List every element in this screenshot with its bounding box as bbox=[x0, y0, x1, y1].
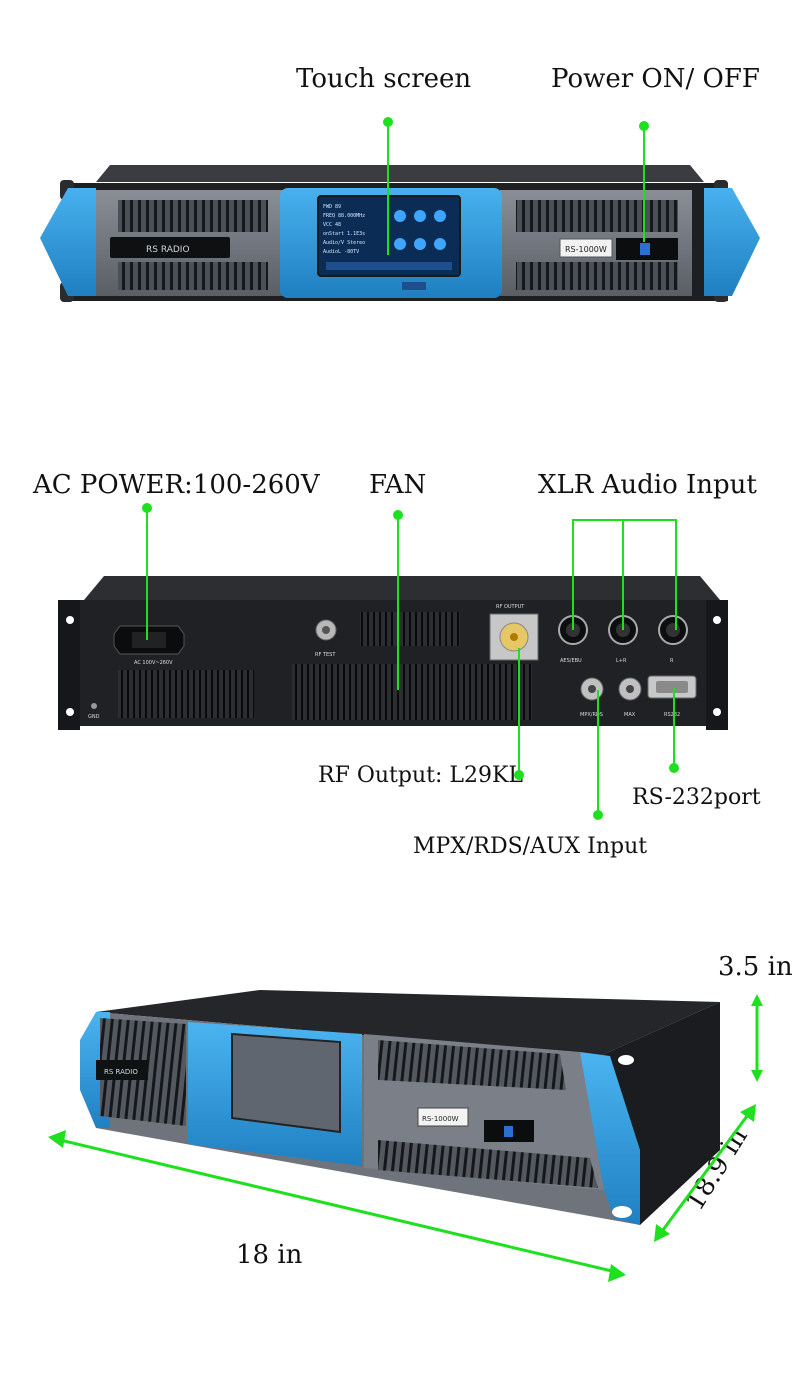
right-silk: R bbox=[670, 658, 674, 664]
xlr-audio-input-label: XLR Audio Input bbox=[538, 470, 757, 500]
gnd-silk: GND bbox=[88, 714, 100, 720]
xlr-callout bbox=[572, 519, 677, 630]
rs232-silk: RS232 bbox=[664, 712, 680, 718]
model-badge bbox=[559, 238, 613, 258]
screen-line-3: VCC 48 bbox=[323, 222, 341, 228]
rear-panel-image: AC 100V~260V RF TEST RF OUTPUT AES/EBU L… bbox=[58, 503, 728, 820]
ac-silk: AC 100V~260V bbox=[134, 660, 173, 666]
rf-output-silk: RF OUTPUT bbox=[496, 604, 525, 610]
screen-line-1: FWD 89 bbox=[323, 204, 341, 210]
fan-vent bbox=[292, 664, 532, 720]
depth-arrow bbox=[658, 1111, 752, 1235]
model-text-3d: RS-1000W bbox=[422, 1115, 459, 1123]
power-switch-label: Power ON/ OFF bbox=[551, 64, 760, 94]
fan-label: FAN bbox=[369, 470, 427, 500]
rf-test-silk: RF TEST bbox=[315, 652, 336, 658]
aes-silk: AES/EBU bbox=[560, 658, 582, 664]
model-text: RS-1000W bbox=[565, 245, 607, 254]
width-dimension-label: 18 in bbox=[236, 1240, 303, 1270]
chassis-top bbox=[96, 990, 720, 1056]
fan-vent-upper bbox=[360, 612, 460, 646]
right-blue-cap bbox=[704, 188, 760, 296]
front-panel-image: RS RADIO RS-1000W FWD 89 FREQ 88.000MHz … bbox=[40, 117, 760, 302]
touch-screen-label: Touch screen bbox=[296, 64, 472, 94]
brand-text: RS RADIO bbox=[146, 245, 190, 255]
model-badge-3d bbox=[417, 1107, 469, 1127]
screen-line-2: FREQ 88.000MHz bbox=[323, 213, 365, 219]
left-silk: L+R bbox=[616, 658, 627, 664]
mpx-rds-aux-input-label: MPX/RDS/AUX Input bbox=[413, 834, 648, 859]
max-bnc-connector[interactable] bbox=[618, 677, 642, 701]
brand-badge bbox=[110, 237, 230, 258]
screen-line-6: AudioL -80TV bbox=[323, 249, 359, 255]
screen-line-5: Audio/V Stereo bbox=[323, 240, 365, 246]
touch-screen-3d[interactable] bbox=[231, 1032, 341, 1134]
screen-icon-grid[interactable] bbox=[394, 210, 446, 250]
mpx-silk: MPX/RDS bbox=[580, 712, 603, 718]
width-arrow bbox=[59, 1138, 617, 1274]
brand-text-3d: RS RADIO bbox=[104, 1068, 138, 1076]
rs232-port-label: RS-232port bbox=[632, 785, 761, 810]
screen-line-4: onStart 1.1E3s bbox=[323, 231, 365, 237]
ac-power-label: AC POWER:100-260V bbox=[33, 470, 320, 500]
brand-badge-3d bbox=[96, 1060, 148, 1080]
rf-output-connector[interactable] bbox=[489, 613, 539, 661]
rf-output-label: RF Output: L29KL bbox=[318, 763, 524, 788]
max-silk: MAX bbox=[624, 712, 636, 718]
left-blue-cap bbox=[40, 188, 96, 296]
height-dimension-label: 3.5 in bbox=[718, 952, 793, 982]
